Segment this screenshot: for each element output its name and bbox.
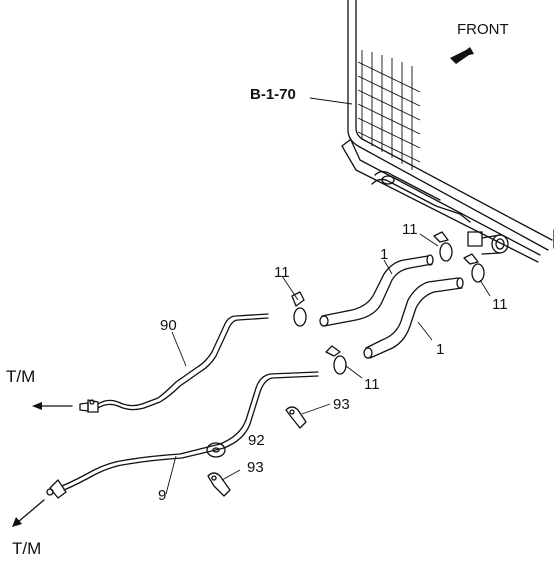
callout-93-lower: 93	[247, 459, 264, 476]
reference-label: B-1-70	[250, 86, 296, 103]
callout-11-upper-right: 11	[402, 221, 418, 238]
tm-arrows	[12, 402, 73, 527]
bracket-93-lower	[207, 472, 231, 497]
callout-11-lower-left: 11	[364, 376, 380, 393]
callout-92: 92	[248, 432, 265, 449]
front-label: FRONT	[457, 21, 509, 38]
nut-92	[206, 442, 226, 458]
callout-11-lower-right: 11	[492, 296, 508, 313]
radiator	[341, 0, 554, 263]
tm-label-upper: T/M	[6, 367, 36, 386]
callout-1-upper: 1	[380, 246, 389, 263]
pipe-9	[46, 371, 319, 499]
clamp-lower-left	[325, 345, 347, 375]
callout-93-upper: 93	[333, 396, 350, 413]
front-arrow-icon	[450, 47, 474, 64]
bracket-93-upper	[285, 406, 307, 429]
pipe-90	[79, 313, 269, 413]
hose-lower	[363, 277, 464, 359]
callout-9: 9	[158, 487, 167, 504]
callout-11-upper-left: 11	[274, 264, 290, 281]
hose-upper	[319, 254, 434, 327]
clamp-upper-right	[433, 231, 453, 262]
tm-label-lower: T/M	[12, 539, 42, 558]
callout-1-lower: 1	[436, 341, 445, 358]
callout-90: 90	[160, 317, 177, 334]
clamp-upper-left	[291, 291, 307, 327]
leader-lines	[165, 233, 491, 495]
clamp-lower-right	[463, 253, 485, 283]
